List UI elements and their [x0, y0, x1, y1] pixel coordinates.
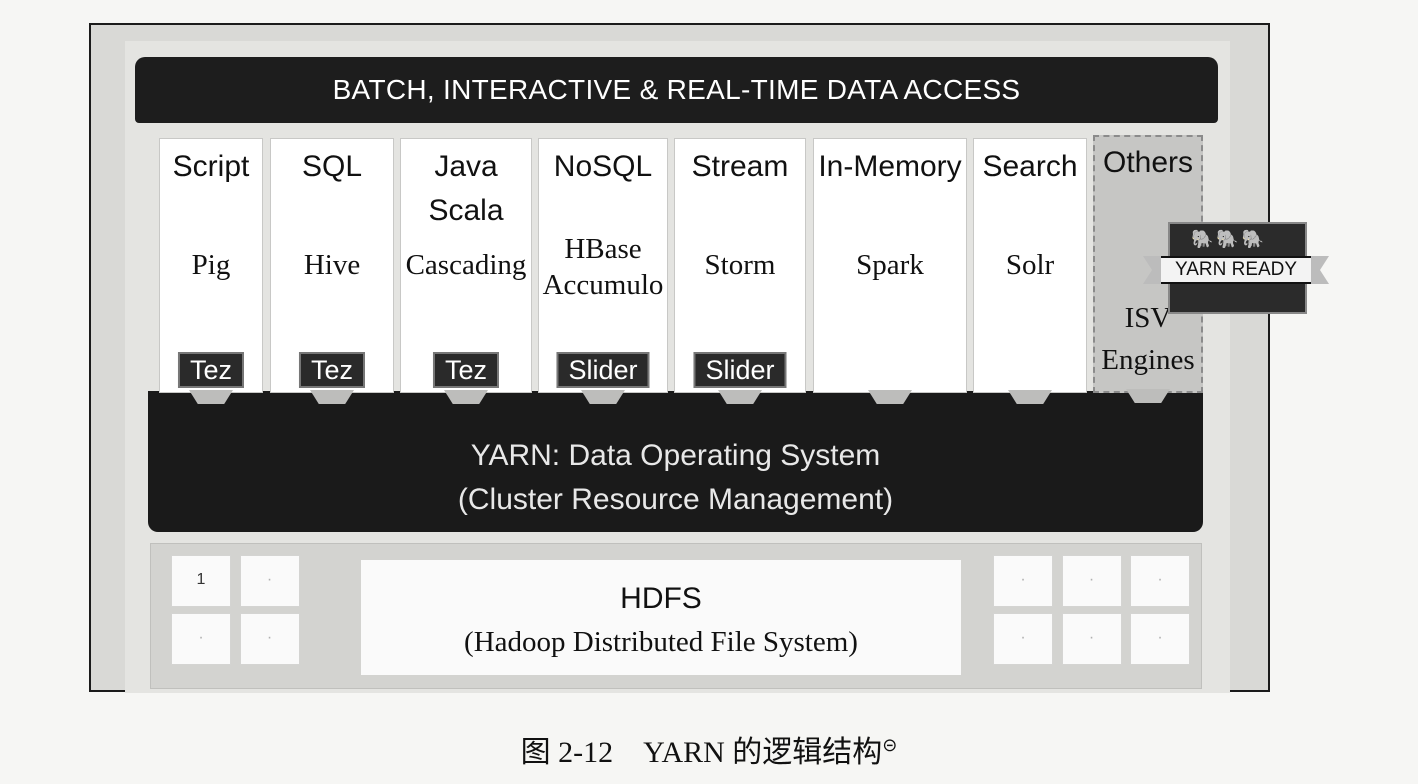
connector-tab — [444, 390, 488, 404]
engine-others: Others ISV Engines — [1093, 135, 1203, 403]
hdfs-label: HDFS (Hadoop Distributed File System) — [361, 560, 961, 675]
hdfs-title: HDFS — [620, 582, 702, 615]
data-access-banner: BATCH, INTERACTIVE & REAL-TIME DATA ACCE… — [135, 57, 1218, 123]
connector-tab — [868, 390, 912, 404]
runtime-badge: Tez — [432, 352, 500, 388]
engine-tools: Cascading — [401, 247, 531, 283]
engine-tools: Solr — [974, 247, 1086, 283]
engine-category: NoSQL — [553, 150, 653, 183]
connector-tab — [189, 390, 233, 404]
hdfs-block: · — [239, 555, 300, 607]
engine-category: Script — [172, 150, 250, 183]
diagram-frame: BATCH, INTERACTIVE & REAL-TIME DATA ACCE… — [89, 23, 1315, 693]
connector-tab — [581, 390, 625, 404]
engine-tools: Hive — [271, 247, 393, 283]
hdfs-block: · — [993, 555, 1053, 607]
engine-tool: Cascading — [405, 249, 527, 281]
yarn-subtitle: (Cluster Resource Management) — [457, 483, 894, 516]
hdfs-block: · — [1130, 613, 1190, 665]
runtime-badge: Tez — [177, 352, 245, 388]
elephant-icon: 🐘🐘🐘 — [1191, 229, 1268, 249]
engine-tool: Pig — [191, 249, 231, 281]
engine-tools: Spark — [814, 247, 966, 283]
isv-engines-label: ISV Engines — [1101, 302, 1195, 376]
engine-tool: HBase — [564, 233, 642, 265]
hdfs-block: · — [1130, 555, 1190, 607]
engine-tools: Pig — [160, 247, 262, 283]
engine-category: Stream — [691, 150, 789, 183]
hdfs-subtitle: (Hadoop Distributed File System) — [464, 626, 858, 658]
runtime-badge: Slider — [556, 352, 650, 388]
engine-tool: Accumulo — [542, 269, 664, 301]
connector-tab — [718, 390, 762, 404]
hdfs-block: · — [171, 613, 231, 665]
figure-caption: 图 2-12 YARN 的逻辑结构⊝ — [520, 735, 898, 769]
connector-tab — [1008, 390, 1052, 404]
engine-category: In-Memory — [818, 150, 962, 183]
footnote-mark: ⊝ — [882, 735, 898, 755]
hdfs-block: · — [239, 613, 300, 665]
runtime-badge: Slider — [693, 352, 787, 388]
yarn-ready-ribbon: YARN READY — [1157, 256, 1315, 284]
engine-category: Java Scala — [428, 150, 504, 227]
engine-category: SQL — [301, 150, 363, 183]
engine-category: Search — [982, 150, 1078, 183]
engine-tool: Spark — [856, 249, 924, 281]
connector-tab — [1126, 389, 1170, 403]
engine-tool: Hive — [303, 249, 361, 281]
engine-tool: Storm — [704, 249, 776, 281]
connector-tab — [310, 390, 354, 404]
engine-category: Others — [1102, 146, 1194, 179]
hdfs-block: 1 — [171, 555, 231, 607]
yarn-layer: YARN: Data Operating System (Cluster Res… — [148, 391, 1203, 532]
hdfs-block: · — [993, 613, 1053, 665]
engine-tools: Storm — [675, 247, 805, 283]
hdfs-block: · — [1061, 555, 1122, 607]
runtime-badge: Tez — [298, 352, 366, 388]
hdfs-block: · — [1061, 613, 1122, 665]
engine-tool: Solr — [1005, 249, 1055, 281]
yarn-title: YARN: Data Operating System — [470, 439, 881, 472]
